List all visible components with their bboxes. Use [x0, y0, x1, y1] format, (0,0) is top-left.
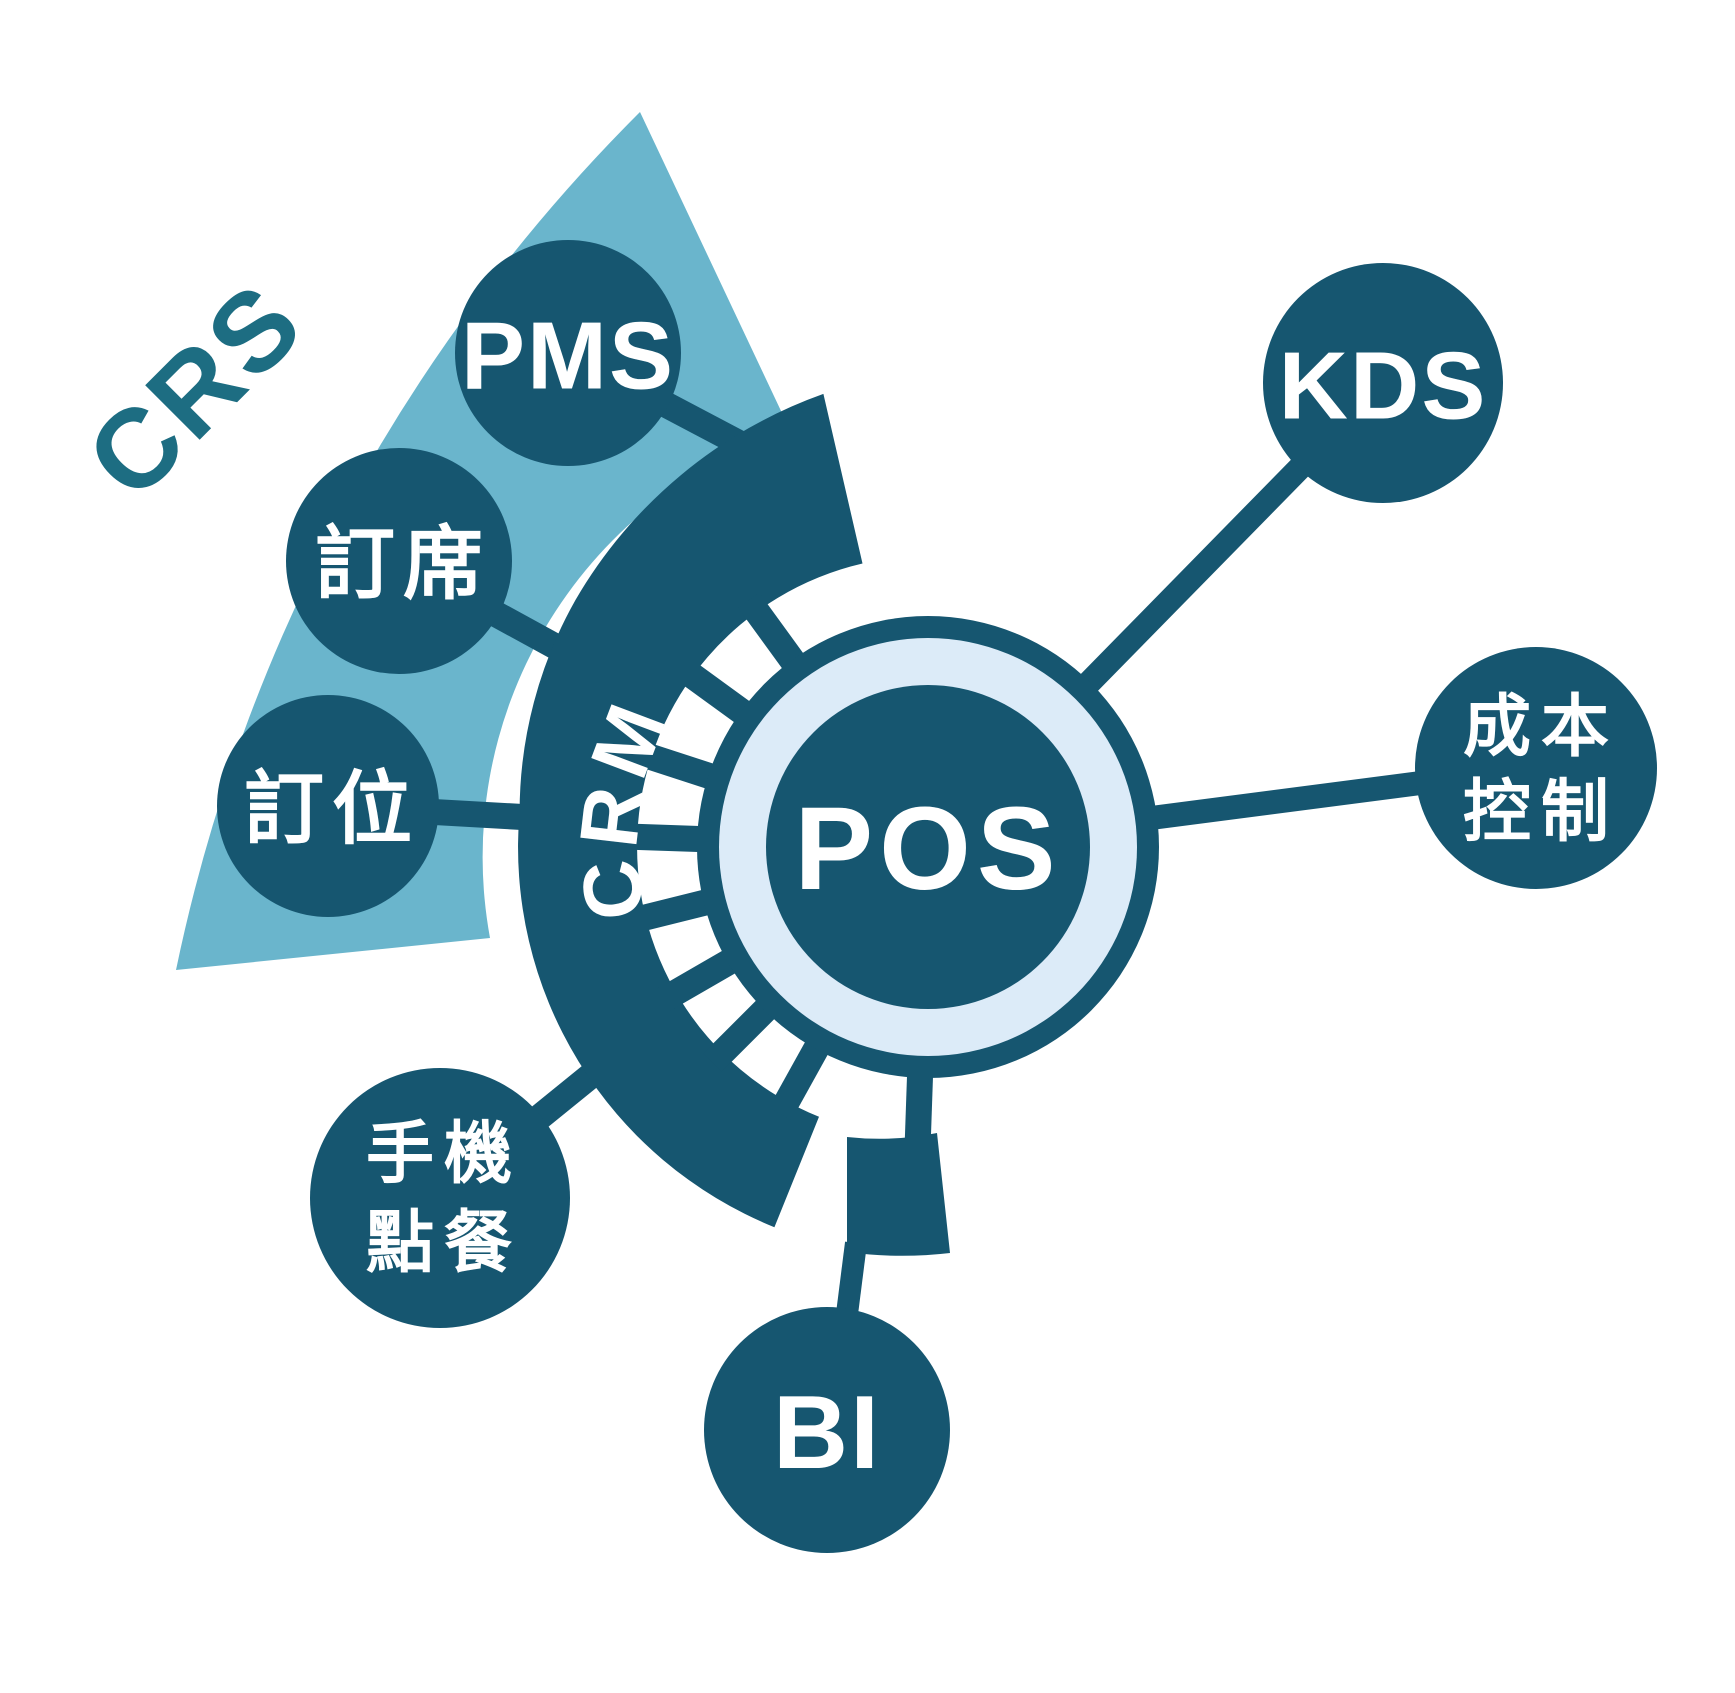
node-banquet-booking: 訂席 — [286, 448, 512, 674]
pms-circle — [455, 240, 681, 466]
mobile-ordering-circle — [310, 1068, 570, 1328]
kds-circle — [1263, 263, 1503, 503]
mobile-ordering-label-line1: 手機 — [366, 1116, 522, 1192]
pms-label: PMS — [461, 303, 675, 410]
node-kds: KDS — [1263, 263, 1503, 503]
pos-inner-circle — [766, 685, 1090, 1009]
bottom-arc-segment — [847, 1133, 950, 1256]
seat-booking-circle — [217, 695, 439, 917]
pos-medallion: POS — [697, 616, 1159, 1078]
seat-booking-label: 訂位 — [244, 765, 420, 854]
mobile-ordering-label-line2: 點餐 — [366, 1205, 522, 1281]
kds-label: KDS — [1279, 333, 1488, 440]
bi-circle — [704, 1307, 950, 1553]
banquet-booking-label: 訂席 — [315, 520, 491, 609]
bi-label: BI — [773, 1375, 881, 1491]
cost-control-circle — [1415, 647, 1657, 889]
banquet-booking-circle — [286, 448, 512, 674]
node-mobile-ordering: 手機 點餐 — [310, 1068, 570, 1328]
cost-control-label-line2: 控制 — [1463, 774, 1619, 850]
node-pms: PMS — [455, 240, 681, 466]
node-seat-booking: 訂位 — [217, 695, 439, 917]
node-cost-control: 成本 控制 — [1415, 647, 1657, 889]
pos-label: POS — [794, 783, 1061, 915]
cost-control-label-line1: 成本 — [1463, 689, 1619, 765]
crs-label: CRS — [63, 258, 327, 522]
node-bi: BI — [704, 1307, 950, 1553]
crm-arc — [518, 393, 863, 1228]
